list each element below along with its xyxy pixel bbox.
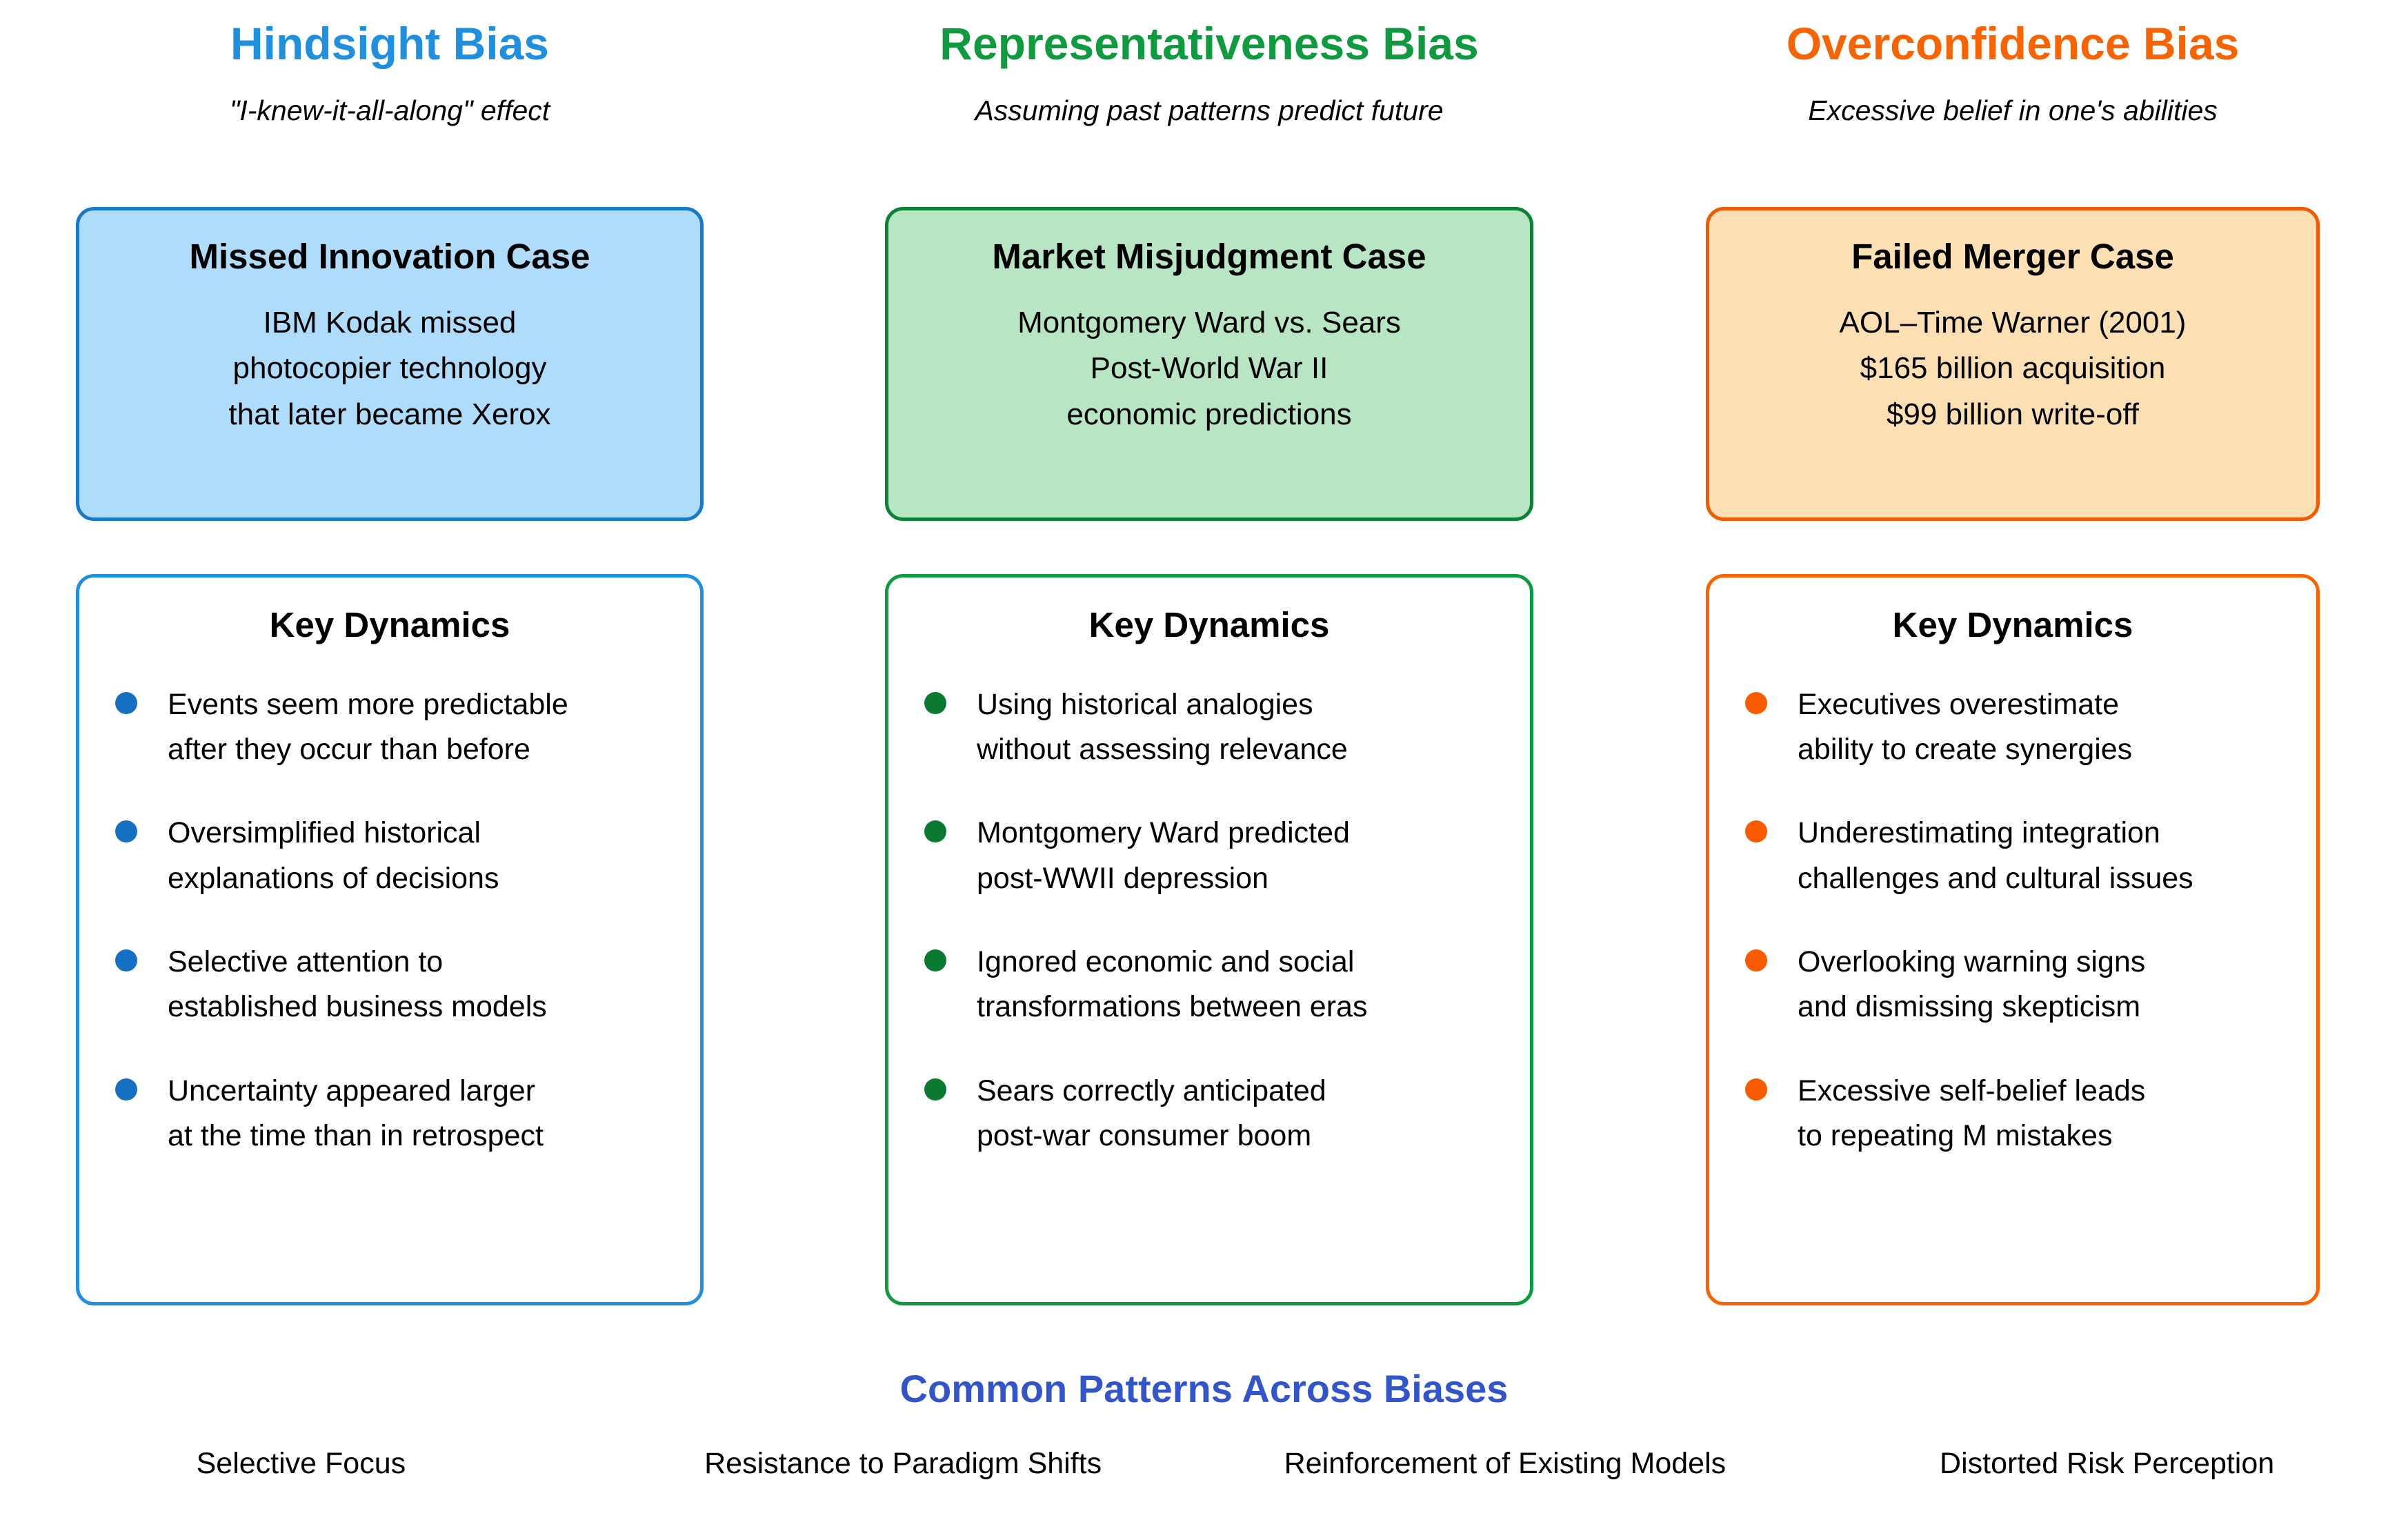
bullet-dot-icon [115,949,137,971]
bullet-dot-icon [1745,949,1767,971]
case-line: IBM Kodak missed [263,305,517,339]
footer-pattern-item: Selective Focus [196,1447,406,1480]
bullet-dot-icon [1745,691,1767,714]
footer-pattern-item: Distorted Risk Perception [1940,1447,2275,1480]
case-title-overconfidence: Failed Merger Case [1851,237,2174,276]
column-title-hindsight: Hindsight Bias [230,18,550,69]
column-header-representativeness: Representativeness Bias Assuming past pa… [885,21,1533,125]
column-subtitle-hindsight: "I-knew-it-all-along" effect [229,95,550,126]
case-title-representativeness: Market Misjudgment Case [992,237,1426,276]
footer-pattern-item: Reinforcement of Existing Models [1284,1447,1727,1480]
bullet-dot-icon [924,820,946,843]
case-line: $165 billion acquisition [1860,351,2166,386]
case-line: that later became Xerox [228,397,551,432]
footer-pattern-list: Selective Focus Resistance to Paradigm S… [0,1449,2408,1479]
case-description-representativeness: Montgomery Ward vs. Sears Post-World War… [888,300,1530,439]
bullet-dot-icon [924,949,946,971]
dynamics-box-hindsight[interactable]: Key Dynamics Events seem more predictabl… [76,574,704,1305]
footer-title: Common Patterns Across Biases [899,1367,1509,1410]
dynamics-title-hindsight: Key Dynamics [269,605,510,644]
dynamics-title-overconfidence: Key Dynamics [1892,605,2133,644]
column-title-overconfidence: Overconfidence Bias [1786,18,2240,69]
dynamics-title-representativeness: Key Dynamics [1088,605,1330,644]
bullet-dot-icon [115,1078,137,1101]
case-description-overconfidence: AOL–Time Warner (2001) $165 billion acqu… [1709,300,2316,439]
bullet-dot-icon [115,820,137,843]
case-line: $99 billion write-off [1886,397,2140,432]
column-header-overconfidence: Overconfidence Bias Excessive belief in … [1706,21,2320,125]
case-line: photocopier technology [232,351,547,386]
case-line: Montgomery Ward vs. Sears [1017,305,1401,339]
column-subtitle-overconfidence: Excessive belief in one's abilities [1808,95,2218,126]
bullet-dot-icon [1745,820,1767,843]
column-title-representativeness: Representativeness Bias [939,18,1479,69]
column-subtitle-representativeness: Assuming past patterns predict future [975,95,1444,126]
column-header-hindsight: Hindsight Bias "I-knew-it-all-along" eff… [76,21,704,125]
bullet-dot-icon [1745,1078,1767,1101]
case-title-hindsight: Missed Innovation Case [189,237,590,276]
case-box-overconfidence[interactable]: Failed Merger Case AOL–Time Warner (2001… [1706,207,2320,521]
case-box-representativeness[interactable]: Market Misjudgment Case Montgomery Ward … [885,207,1533,521]
case-line: economic predictions [1066,397,1352,432]
bullet-dot-icon [115,691,137,714]
footer-pattern-item: Resistance to Paradigm Shifts [704,1447,1102,1480]
case-description-hindsight: IBM Kodak missed photocopier technology … [79,300,700,439]
case-line: AOL–Time Warner (2001) [1839,305,2187,339]
case-line: Post-World War II [1090,351,1329,386]
case-box-hindsight[interactable]: Missed Innovation Case IBM Kodak missed … [76,207,704,521]
bullet-dot-icon [924,691,946,714]
bullet-dot-icon [924,1078,946,1101]
